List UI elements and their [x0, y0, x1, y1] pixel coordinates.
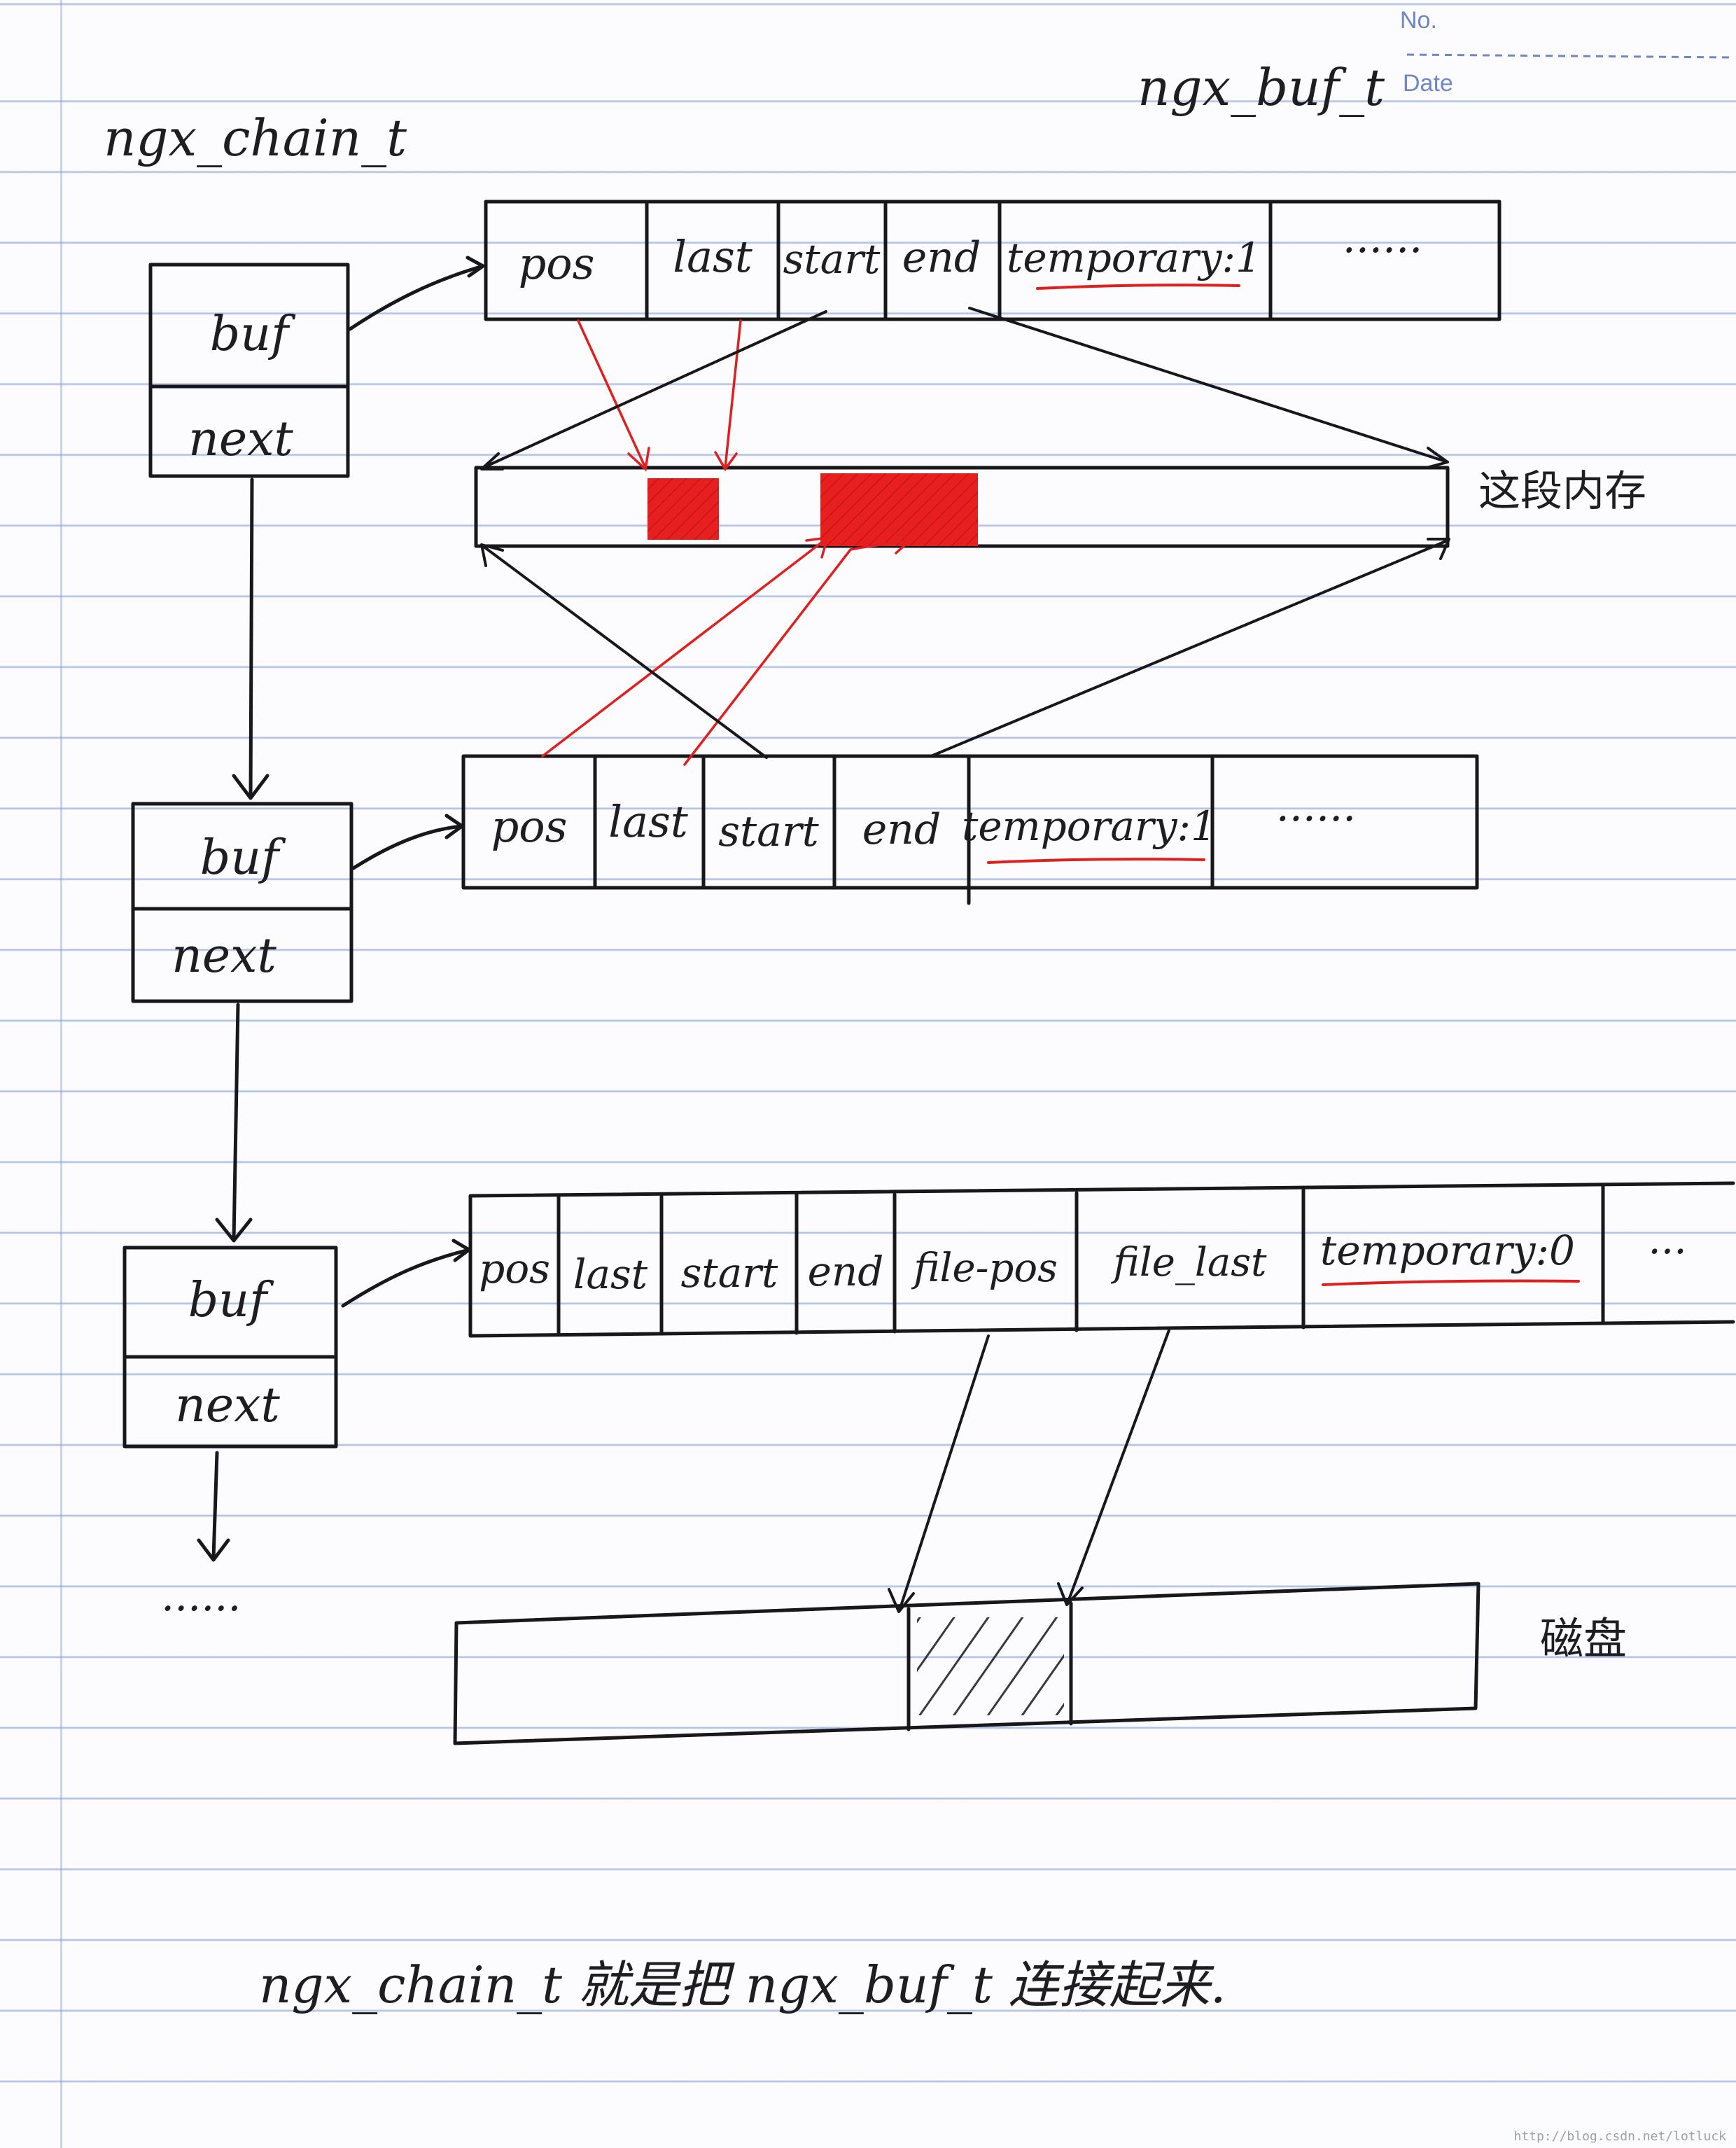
buf3-file-last-pointer: [1057, 1329, 1170, 1606]
disk-label: 磁盘: [1540, 1613, 1627, 1664]
chain-node-3-next: next: [175, 1378, 280, 1433]
disk-block: 磁盘: [453, 1582, 1627, 1745]
buf-struct-1: pos last start end temporary:1 ......: [484, 200, 1502, 321]
buf2-field-ellipsis: ......: [1276, 782, 1356, 831]
memory-red-segment-1: [648, 478, 719, 540]
buf3-file-pos-pointer: [888, 1334, 990, 1613]
buf2-start-pointer: [480, 543, 768, 759]
buf2-end-pointer: [930, 538, 1450, 758]
buf2-field-start: start: [718, 807, 819, 856]
date-label: Date: [1403, 70, 1453, 97]
buf1-field-last: last: [673, 231, 752, 282]
no-dotted-rule: [1406, 53, 1730, 59]
buf2-field-end: end: [862, 805, 941, 854]
buf3-field-end: end: [808, 1248, 884, 1295]
buf-struct-2: pos last start end temporary:1 ......: [461, 754, 1479, 905]
chain-node-3-buf: buf: [188, 1273, 274, 1328]
arrow-node3-to-next: [197, 1451, 230, 1562]
chain-node-2-next: next: [172, 928, 276, 984]
buf-struct-3: pos last start end file-pos file_last te…: [468, 1181, 1735, 1338]
buf3-field-file-last: file_last: [1111, 1240, 1267, 1285]
chain-node-1: buf next: [148, 263, 350, 478]
chain-node-1-buf: buf: [210, 307, 296, 362]
buf3-field-file-pos: file-pos: [911, 1246, 1058, 1291]
buf3-field-last: last: [573, 1250, 648, 1298]
memory-red-segment-2: [820, 473, 978, 546]
disk-hatched-segment: [917, 1617, 1064, 1715]
chain-node-2-buf: buf: [200, 830, 286, 886]
memory-label: 这段内存: [1478, 467, 1646, 516]
buf1-field-temporary: temporary:1: [1007, 234, 1261, 281]
buf3-field-ellipsis: ...: [1648, 1215, 1686, 1263]
chain-title: ngx_chain_t: [104, 109, 407, 167]
buf2-last-pointer: [683, 532, 914, 766]
buf1-last-pointer: [714, 319, 742, 472]
buf3-field-pos: pos: [479, 1245, 550, 1292]
buf1-temporary-underline: [1036, 284, 1240, 290]
buf2-pos-pointer: [541, 536, 830, 758]
buf1-pos-pointer: [577, 319, 650, 472]
no-label: No.: [1400, 7, 1437, 34]
buf1-field-pos: pos: [519, 238, 595, 289]
arrow-node1-to-buf1: [348, 256, 485, 331]
arrow-node2-to-node3: [215, 1003, 253, 1243]
arrow-node2-to-buf2: [351, 814, 464, 870]
buf2-field-last: last: [608, 796, 688, 847]
memory-block: 这段内存: [474, 466, 1646, 548]
buf2-field-pos: pos: [491, 801, 568, 852]
chain-node-3: buf next: [122, 1246, 338, 1449]
buf1-field-end: end: [902, 233, 981, 282]
buf1-start-pointer: [480, 310, 827, 470]
buf3-field-temporary: temporary:0: [1320, 1227, 1575, 1274]
buf2-temporary-underline: [987, 858, 1205, 864]
buf1-field-ellipsis: ......: [1343, 214, 1422, 263]
chain-ellipsis: ......: [161, 1572, 241, 1621]
arrow-node3-to-buf3: [341, 1239, 471, 1308]
chain-node-1-next: next: [188, 412, 293, 467]
caption: ngx_chain_t 就是把 ngx_buf_t 连接起来.: [259, 1955, 1226, 2014]
buf-title: ngx_buf_t: [1138, 58, 1385, 117]
buf1-end-pointer: [968, 307, 1449, 469]
buf2-field-temporary: temporary:1: [962, 802, 1217, 850]
buf3-field-start: start: [681, 1249, 778, 1297]
margin-line: [60, 0, 62, 2148]
arrow-node1-to-node2: [232, 477, 270, 800]
watermark: http://blog.csdn.net/lotluck: [1513, 2129, 1726, 2144]
chain-node-2: buf next: [131, 802, 354, 1003]
buf3-temporary-underline: [1322, 1279, 1580, 1286]
buf1-field-start: start: [783, 235, 881, 283]
